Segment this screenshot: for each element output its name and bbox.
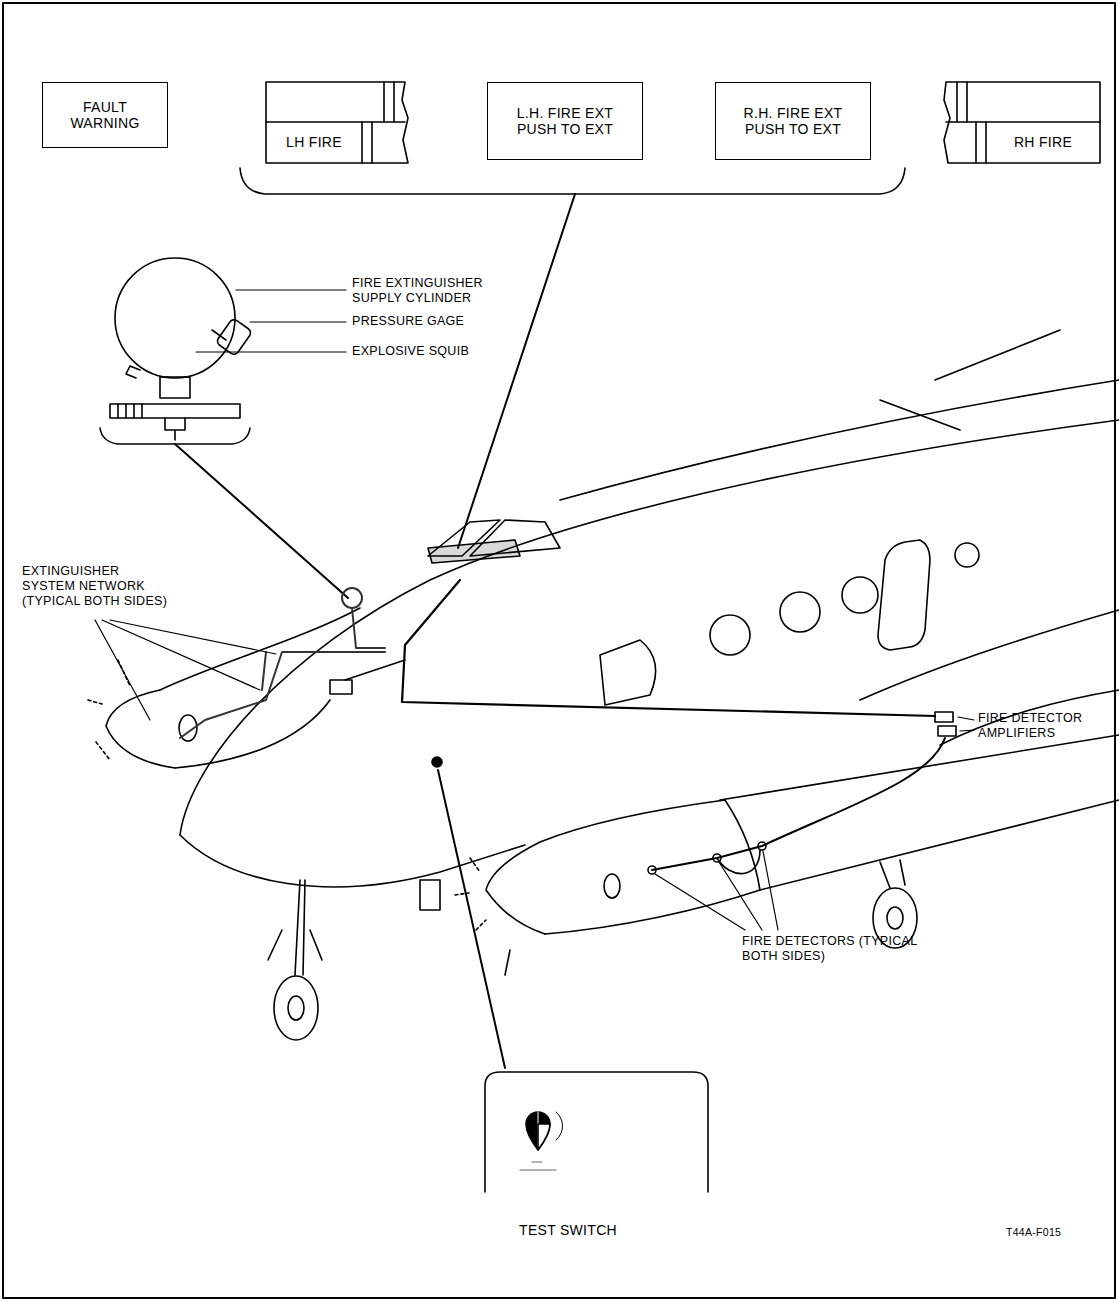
- annunciator-light: R.H. FIRE EXT PUSH TO EXT: [715, 82, 871, 160]
- test-switch-panel: [538, 1124, 550, 1150]
- aircraft: [720, 735, 1119, 800]
- annunciator-panel: [266, 82, 1100, 163]
- aircraft: [887, 907, 903, 929]
- test-switch-panel: [556, 1112, 563, 1140]
- wiring: [428, 540, 520, 563]
- aircraft: [560, 380, 1119, 500]
- wiring: [958, 717, 974, 731]
- annunciator-text: LH FIRE: [286, 134, 342, 150]
- aircraft: [600, 640, 656, 705]
- wiring: [330, 540, 974, 1068]
- wiring: [438, 770, 505, 1068]
- cylinder-inset: [196, 290, 346, 352]
- figure-id: T44A-F015: [1006, 1226, 1106, 1239]
- bracket: [240, 168, 905, 548]
- wiring: [330, 680, 352, 694]
- aircraft: [710, 615, 750, 655]
- cylinder-inset: [212, 330, 226, 340]
- aircraft: [420, 880, 440, 910]
- aircraft: [486, 842, 545, 934]
- aircraft: [940, 690, 1119, 745]
- annunciator-panel: [957, 82, 986, 163]
- wiring: [758, 842, 766, 850]
- test-switch-panel: [485, 1072, 708, 1192]
- annunciator-text: RH FIRE: [1014, 134, 1072, 150]
- test-switch-panel: [526, 1112, 550, 1150]
- extinguisher-network: [95, 620, 276, 720]
- aircraft: [604, 874, 620, 898]
- annunciator-panel: [266, 82, 408, 163]
- test-switch-panel: [520, 1162, 556, 1170]
- cylinder-inset: [100, 258, 348, 598]
- wiring: [652, 738, 945, 870]
- cylinder-inset: [118, 404, 142, 418]
- aircraft: [288, 996, 304, 1020]
- cylinder-inset: [110, 404, 240, 418]
- frame: [3, 3, 1115, 1298]
- bracket: [458, 194, 575, 548]
- extinguisher-network: [180, 652, 385, 738]
- extinguisher-network: [352, 608, 385, 648]
- annunciator-light: FAULT WARNING: [42, 82, 168, 148]
- aircraft: [180, 420, 1119, 835]
- cylinder-inset: [115, 258, 235, 378]
- wiring: [713, 854, 721, 862]
- frame: [3, 3, 1115, 1298]
- aircraft: [505, 950, 510, 975]
- aircraft: [268, 930, 322, 960]
- annunciator-text: R.H. FIRE EXT PUSH TO EXT: [742, 105, 844, 137]
- aircraft: [88, 330, 1119, 1040]
- aircraft: [878, 540, 930, 650]
- annunciator-light: L.H. FIRE EXT PUSH TO EXT: [487, 82, 643, 160]
- part-label: FIRE EXTINGUISHER SUPPLY CYLINDER: [352, 276, 502, 306]
- aircraft: [760, 800, 1119, 890]
- aircraft: [160, 608, 360, 690]
- aircraft: [175, 700, 330, 768]
- test-switch-panel: [485, 1072, 708, 1192]
- part-label: PRESSURE GAGE: [352, 314, 522, 329]
- annunciator-text: FAULT WARNING: [57, 99, 153, 131]
- wiring: [938, 726, 956, 736]
- aircraft: [880, 860, 905, 888]
- wiring: [345, 660, 405, 680]
- annunciator-light: LH FIRE: [268, 124, 360, 161]
- cylinder-inset: [175, 444, 348, 598]
- extinguisher-network: [95, 588, 385, 738]
- extinguisher-network: [262, 652, 266, 690]
- cylinder-inset: [100, 428, 250, 444]
- drawing: [3, 3, 1119, 1298]
- aircraft: [780, 592, 820, 632]
- part-label: EXPLOSIVE SQUIB: [352, 344, 522, 359]
- aircraft: [180, 835, 525, 887]
- wiring: [655, 851, 778, 930]
- annunciator-light: RH FIRE: [988, 124, 1098, 161]
- part-label: TEST SWITCH: [478, 1222, 658, 1239]
- part-label: EXTINGUISHER SYSTEM NETWORK (TYPICAL BOT…: [22, 564, 172, 609]
- aircraft: [88, 660, 130, 760]
- aircraft: [842, 577, 878, 613]
- annunciator-panel: [362, 82, 394, 163]
- annunciator-panel: [944, 82, 1100, 163]
- annunciator-text: L.H. FIRE EXT PUSH TO EXT: [514, 105, 616, 137]
- annunciator-panel: [946, 121, 1100, 123]
- part-label: FIRE DETECTORS (TYPICAL BOTH SIDES): [742, 934, 922, 964]
- wiring: [432, 757, 442, 767]
- wiring: [402, 580, 935, 716]
- aircraft: [295, 880, 305, 975]
- part-label: FIRE DETECTOR AMPLIFIERS: [978, 711, 1106, 741]
- aircraft: [880, 330, 1060, 430]
- aircraft: [274, 976, 318, 1040]
- aircraft: [955, 543, 979, 567]
- cylinder-inset: [165, 418, 185, 440]
- cylinder-inset: [160, 377, 190, 398]
- aircraft: [860, 610, 1119, 700]
- wiring: [935, 712, 953, 722]
- wiring: [648, 866, 656, 874]
- aircraft: [540, 800, 760, 934]
- cylinder-inset: [126, 366, 140, 378]
- extinguisher-network: [342, 588, 362, 608]
- bracket: [240, 168, 905, 194]
